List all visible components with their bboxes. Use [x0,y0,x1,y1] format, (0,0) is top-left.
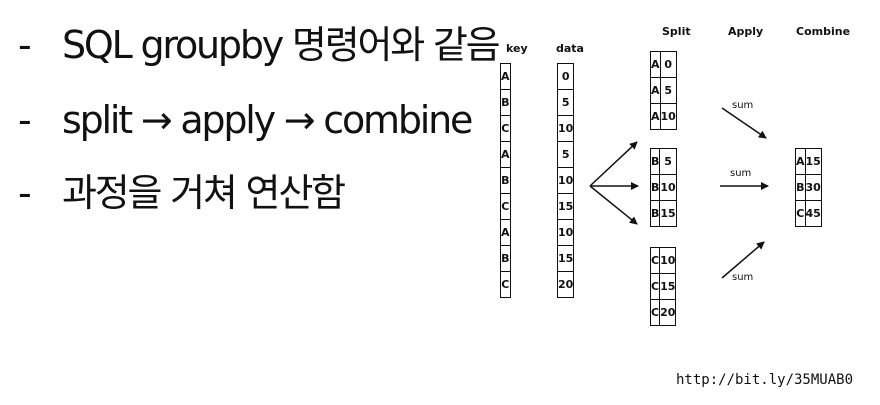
flow-arrows: sum sum sum [589,100,769,283]
data-cell: 5 [556,141,575,168]
combined-value-cell: 45 [804,200,822,227]
bullet-item: -과정을 거쳐 연산함 [18,171,346,215]
data-cell: 10 [556,115,575,142]
header-apply: Apply [728,25,764,38]
apply-arrow-top [721,107,767,139]
bullet-dash: - [18,171,32,215]
header-key: key [506,42,528,55]
bullet-text: SQL groupby 명령어와 같음 [62,23,501,67]
bullet-item: -split → apply → combine [18,98,473,142]
bullet-text: split → apply → combine [62,98,473,142]
bullet-dash: - [18,98,32,142]
sum-label: sum [732,272,753,283]
bullet-dash: - [18,23,32,67]
sum-label: sum [730,168,751,179]
data-cell: 15 [556,245,575,272]
header-split: Split [662,25,691,38]
sum-label: sum [732,100,753,111]
split-value-cell: 15 [659,273,677,300]
split-key-cell: B [649,200,661,227]
header-combine: Combine [796,25,851,38]
apply-arrow-bottom [721,241,765,279]
data-cell: 10 [556,167,575,194]
combined-value-cell: 30 [804,174,822,201]
bullet-item: -SQL groupby 명령어와 같음 [18,23,501,67]
header-data: data [556,42,584,55]
bullet-text: 과정을 거쳐 연산함 [62,171,346,215]
data-column: 0 5 10 5 10 15 10 15 20 [556,63,575,298]
split-value-cell: 15 [659,200,677,227]
split-value-cell: 20 [659,299,677,326]
key-column: A B C A B C A B C [500,63,511,298]
data-cell: 20 [556,271,575,298]
data-cell: 10 [556,219,575,246]
split-key-cell: C [649,299,661,326]
split-value-cell: 10 [659,174,677,201]
split-arrow-up [589,141,638,187]
split-arrow-down [589,185,638,225]
split-value-cell: 10 [659,103,677,130]
key-cell: C [500,271,511,298]
source-url: http://bit.ly/35MUAB0 [676,372,854,388]
combined-value-cell: 15 [804,148,822,175]
